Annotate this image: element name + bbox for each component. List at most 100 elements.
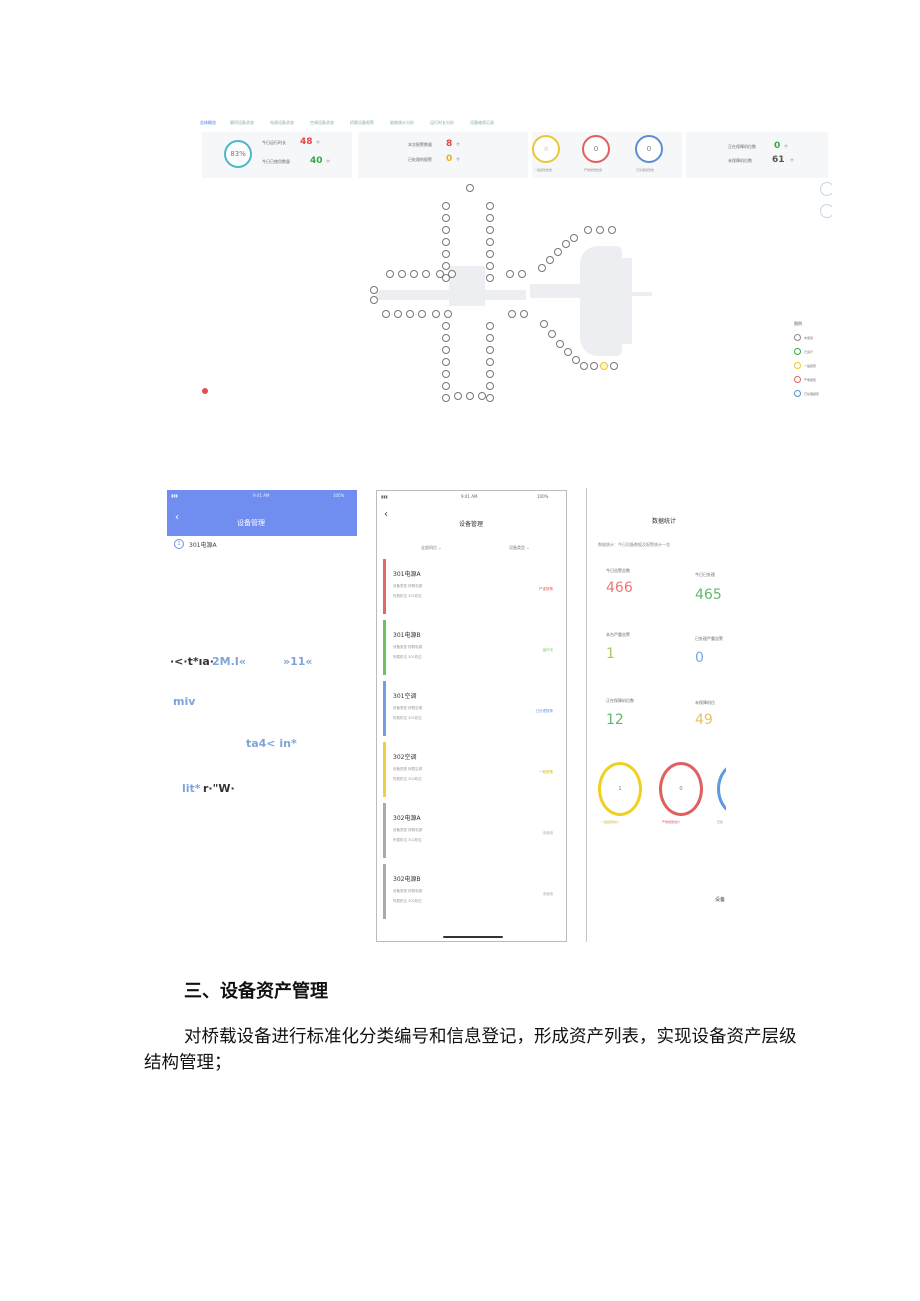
section-paragraph: 对桥载设备进行标准化分类编号和信息登记，形成资产列表，实现设备资产层级结构管理； [144, 1027, 797, 1073]
device-type: 设备类型 桥载电源 [393, 645, 423, 649]
gate-stand-marker[interactable] [590, 362, 598, 370]
stand-filter-dropdown[interactable]: 全部机位 ⌄ [421, 545, 442, 550]
status-badge: 未使用 [542, 892, 554, 896]
device-list-item[interactable]: 1 301电源A [167, 536, 357, 552]
gate-stand-marker[interactable] [486, 382, 494, 390]
device-card[interactable]: 302电源B 设备类型 桥载电源 所属机位 302机位 未使用 [383, 864, 559, 919]
dashboard-tab-bar: 总体概览 廊桥设备状态 电源设备状态 空调设备状态 桥载设备报警 能耗统计分析 … [200, 118, 832, 128]
gate-stand-marker[interactable] [442, 214, 450, 222]
dashboard-tab[interactable]: 电源设备状态 [270, 120, 294, 125]
gate-stand-marker[interactable] [572, 356, 580, 364]
gate-stand-marker[interactable] [608, 226, 616, 234]
gate-stand-marker[interactable] [562, 240, 570, 248]
gate-stand-marker[interactable] [538, 264, 546, 272]
gate-stand-marker[interactable] [448, 270, 456, 278]
gate-stand-marker[interactable] [422, 270, 430, 278]
back-arrow-icon[interactable]: ‹ [175, 512, 179, 523]
zoom-in-button[interactable] [820, 182, 832, 196]
gate-stand-marker[interactable] [442, 202, 450, 210]
gate-stand-marker[interactable] [466, 392, 474, 400]
gate-stand-marker[interactable] [556, 340, 564, 348]
gate-stand-marker[interactable] [486, 370, 494, 378]
gate-stand-marker[interactable] [406, 310, 414, 318]
gate-stand-marker[interactable] [548, 330, 556, 338]
gate-stand-marker[interactable] [486, 238, 494, 246]
gate-stand-marker[interactable] [486, 346, 494, 354]
gate-stand-marker[interactable] [486, 274, 494, 282]
gate-stand-marker[interactable] [508, 310, 516, 318]
gate-stand-marker[interactable] [554, 248, 562, 256]
gate-stand-marker[interactable] [518, 270, 526, 278]
status-color-bar [383, 681, 386, 736]
gate-stand-marker[interactable] [580, 362, 588, 370]
screen-title: 设备管理 [237, 519, 265, 527]
type-filter-dropdown[interactable]: 设备类型 ⌄ [509, 545, 530, 550]
device-card[interactable]: 301电源A 设备类型 桥载电源 所属机位 301机位 严重报警 [383, 559, 559, 614]
gate-stand-marker[interactable] [386, 270, 394, 278]
dashboard-tab[interactable]: 空调设备状态 [310, 120, 334, 125]
gate-stand-marker[interactable] [442, 358, 450, 366]
gate-stand-marker[interactable] [506, 270, 514, 278]
gate-stand-marker[interactable] [486, 322, 494, 330]
stat-label: 本台严重告警 [606, 632, 630, 637]
gate-stand-marker[interactable] [444, 310, 452, 318]
gate-stand-marker[interactable] [418, 310, 426, 318]
dashboard-tab[interactable]: 设备维保记录 [470, 120, 494, 125]
gate-stand-marker[interactable] [486, 334, 494, 342]
dashboard-tab[interactable]: 运行时长分析 [430, 120, 454, 125]
gate-stand-marker[interactable] [442, 382, 450, 390]
gate-stand-marker[interactable] [432, 310, 440, 318]
tab-label[interactable]: 设备 [715, 897, 726, 903]
status-time: 9:41 AM [461, 494, 478, 499]
back-arrow-icon[interactable]: ‹ [384, 509, 388, 520]
gate-stand-marker[interactable] [442, 370, 450, 378]
gate-stand-marker[interactable] [564, 348, 572, 356]
dashboard-tab[interactable]: 总体概览 [200, 120, 216, 125]
gate-stand-marker[interactable] [442, 394, 450, 402]
gate-stand-marker[interactable] [486, 358, 494, 366]
device-card[interactable]: 302电源A 设备类型 桥载电源 所属机位 302机位 未使用 [383, 803, 559, 858]
gate-stand-marker[interactable] [546, 256, 554, 264]
garbled-text: ·<·t*ıa· [170, 655, 214, 668]
gate-stand-marker[interactable] [398, 270, 406, 278]
legend-label: 已运行 [804, 350, 814, 354]
device-card[interactable]: 301电源B 设备类型 桥载电源 所属机位 301机位 运行中 [383, 620, 559, 675]
gate-stand-marker[interactable] [370, 286, 378, 294]
zoom-out-button[interactable] [820, 204, 832, 218]
gate-stand-marker[interactable] [610, 362, 618, 370]
gate-stand-marker[interactable] [478, 392, 486, 400]
gate-stand-marker[interactable] [436, 270, 444, 278]
gate-stand-marker[interactable] [570, 234, 578, 242]
gate-stand-marker[interactable] [486, 226, 494, 234]
gate-stand-marker[interactable] [442, 250, 450, 258]
gate-stand-marker[interactable] [442, 322, 450, 330]
gate-stand-marker[interactable] [486, 262, 494, 270]
gate-stand-marker[interactable] [442, 334, 450, 342]
gate-stand-marker[interactable] [486, 214, 494, 222]
gate-stand-marker[interactable] [486, 250, 494, 258]
gate-stand-marker[interactable] [442, 346, 450, 354]
gate-stand-marker[interactable] [410, 270, 418, 278]
dashboard-tab[interactable]: 桥载设备报警 [350, 120, 374, 125]
dashboard-tab[interactable]: 廊桥设备状态 [230, 120, 254, 125]
gate-stand-marker[interactable] [454, 392, 462, 400]
device-card[interactable]: 301空调 设备类型 桥载空调 所属机位 301机位 已处理报警 [383, 681, 559, 736]
gate-stand-marker[interactable] [584, 226, 592, 234]
gate-stand-marker[interactable] [442, 226, 450, 234]
gate-stand-marker[interactable] [486, 394, 494, 402]
gate-stand-marker[interactable] [382, 310, 390, 318]
gate-stand-marker[interactable] [442, 238, 450, 246]
gate-stand-marker[interactable] [466, 184, 474, 192]
gate-stand-marker[interactable] [394, 310, 402, 318]
gate-stand-marker[interactable] [442, 274, 450, 282]
gate-stand-marker[interactable] [596, 226, 604, 234]
gate-stand-marker[interactable] [370, 296, 378, 304]
device-card[interactable]: 302空调 设备类型 桥载空调 所属机位 302机位 一般报警 [383, 742, 559, 797]
dashboard-tab[interactable]: 能耗统计分析 [390, 120, 414, 125]
gate-stand-marker[interactable] [442, 262, 450, 270]
gate-stand-marker[interactable] [520, 310, 528, 318]
garbled-text: miv [173, 695, 196, 708]
gate-stand-marker[interactable] [540, 320, 548, 328]
gate-stand-marker[interactable] [600, 362, 608, 370]
gate-stand-marker[interactable] [486, 202, 494, 210]
